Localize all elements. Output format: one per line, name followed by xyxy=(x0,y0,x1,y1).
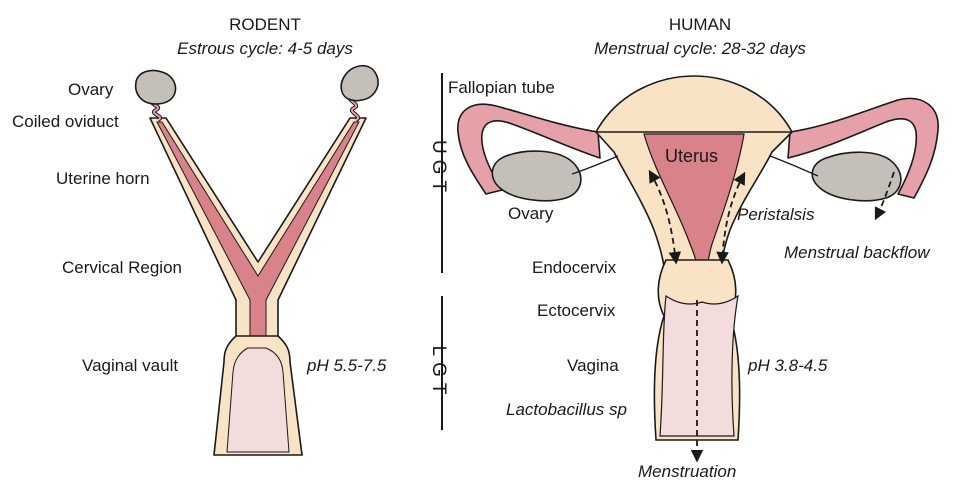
rodent-vaginal-lumen xyxy=(227,348,289,452)
ectocervix-label: Ectocervix xyxy=(537,302,615,319)
lgt-region-label: LGT xyxy=(427,343,449,403)
human-ovary-right xyxy=(812,152,901,201)
rodent-ovary-left xyxy=(136,70,176,104)
rodent-title: RODENT xyxy=(205,14,325,35)
vaginal-vault-label: Vaginal vault xyxy=(82,357,178,374)
human-ovary-left xyxy=(492,151,581,201)
human-title: HUMAN xyxy=(640,14,760,35)
coiled-oviduct-label: Coiled oviduct xyxy=(12,113,119,130)
cervical-region-label: Cervical Region xyxy=(62,259,182,276)
rodent-ovary-label: Ovary xyxy=(68,81,113,98)
ugt-region-label: UGT xyxy=(427,139,449,199)
ovarian-ligament-right xyxy=(770,156,818,176)
peristalsis-label: Peristalsis xyxy=(737,206,814,223)
lactobacillus-label: Lactobacillus sp xyxy=(506,401,627,418)
human-ovary-label: Ovary xyxy=(508,205,553,222)
human-vaginal-lumen xyxy=(660,296,738,436)
uterine-horn-label: Uterine horn xyxy=(56,170,150,187)
endocervix-label: Endocervix xyxy=(532,259,616,276)
ovarian-ligament-left xyxy=(572,156,618,174)
rodent-ph-label: pH 5.5-7.5 xyxy=(307,357,386,374)
vagina-label: Vagina xyxy=(567,357,619,374)
rodent-subtitle: Estrous cycle: 4-5 days xyxy=(135,38,395,59)
menstrual-backflow-label: Menstrual backflow xyxy=(784,244,930,261)
fallopian-tube-label: Fallopian tube xyxy=(448,79,555,96)
rodent-ovary-right xyxy=(341,66,378,101)
menstruation-label: Menstruation xyxy=(638,463,736,480)
uterus-label: Uterus xyxy=(665,147,718,165)
human-subtitle: Menstrual cycle: 28-32 days xyxy=(565,38,835,59)
human-ph-label: pH 3.8-4.5 xyxy=(748,357,827,374)
